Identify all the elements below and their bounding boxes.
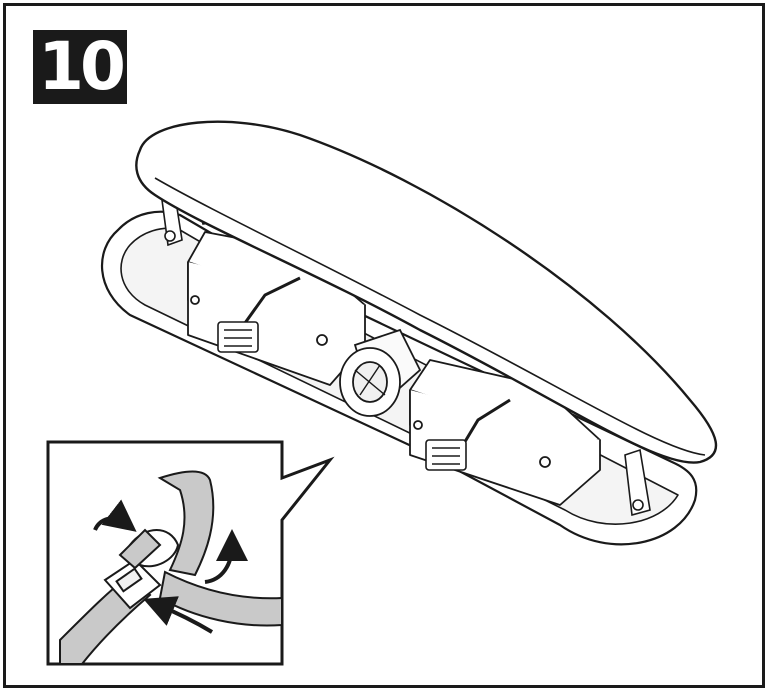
strap-buckle-icon	[103, 528, 180, 610]
strap-upper	[157, 470, 215, 577]
strap-lower	[158, 570, 283, 627]
strap-buckle-mount-1	[217, 321, 259, 353]
strap-buckle-mount-2	[425, 439, 467, 471]
curved-arrow-icon-right	[204, 529, 248, 584]
cargo-box-1	[187, 231, 366, 386]
roof-box-lid	[135, 120, 718, 464]
cargo-box-2	[409, 359, 601, 506]
curved-arrow-icon-bottom	[143, 596, 214, 634]
curved-arrow-icon	[93, 499, 137, 532]
step-number-badge: 10	[33, 30, 127, 104]
detail-callout	[46, 440, 335, 666]
cargo-roll	[339, 328, 422, 417]
lid-hinge-right	[624, 448, 651, 517]
step-number: 10	[38, 28, 126, 105]
strap-lines	[238, 276, 511, 451]
